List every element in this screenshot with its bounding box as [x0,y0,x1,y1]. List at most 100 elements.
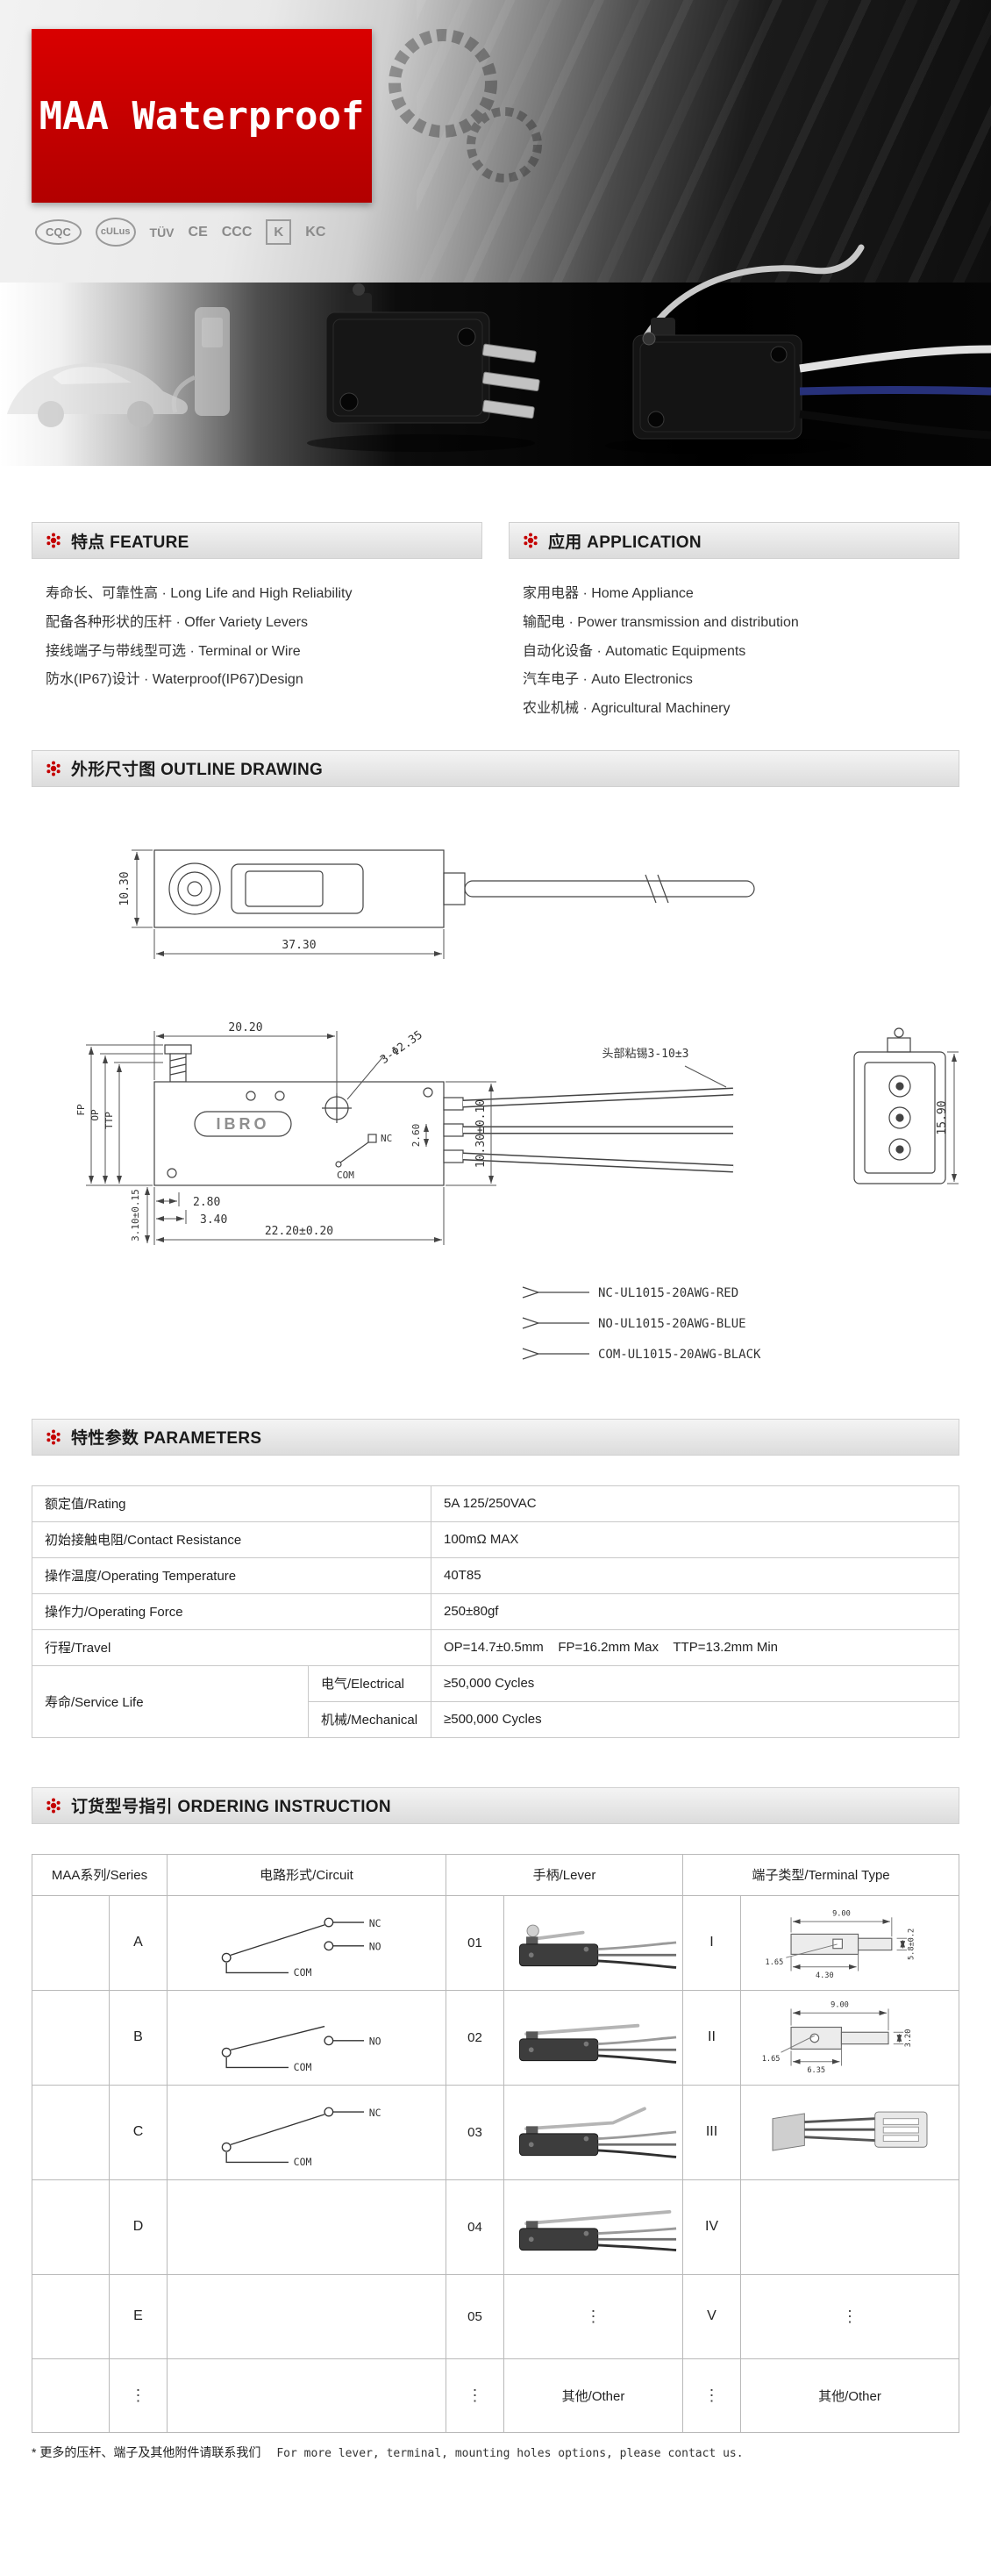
section-marker-icon [46,761,61,776]
param-value: 5A 125/250VAC [431,1485,959,1522]
param-value: ≥500,000 Cycles [431,1700,959,1738]
param-value: OP=14.7±0.5mm FP=16.2mm Max TTP=13.2mm M… [431,1628,959,1666]
param-label: 操作温度/Operating Temperature [32,1556,431,1594]
circuit-code: C [109,2084,168,2180]
table-row: 寿命/Service Life 电气/Electrical ≥50,000 Cy… [32,1664,959,1738]
hero-banner: MAA Waterproof CQC cULus TÜV CE CCC K KC [0,0,991,466]
param-value: 250±80gf [431,1592,959,1630]
wire-color-legend [522,1286,589,1360]
param-label: 行程/Travel [32,1628,431,1666]
parameters-title: 特性参数 PARAMETERS [71,1429,262,1449]
terminal-drawing-2: 9.00 6.35 3.20 1.65 [762,2001,913,2076]
application-item: 家用电器 · Home Appliance [523,586,694,601]
outline-title: 外形尺寸图 OUTLINE DRAWING [71,761,324,780]
circuit-nc-label: NC [368,1917,381,1929]
circuit-com-label: COM [293,1967,311,1979]
application-title: 应用 APPLICATION [548,533,702,552]
table-header-row: MAA系列/Series 电路形式/Circuit 手柄/Lever 端子类型/… [32,1853,959,1896]
series-spacer-cell [32,2084,110,2180]
lever-code: 03 [446,2084,504,2180]
header-terminal: 端子类型/Terminal Type [682,1853,959,1896]
outline-side-view [153,1044,464,1186]
terminal-code: II [682,1989,741,2086]
param-label: 初始接触电阻/Contact Resistance [32,1521,431,1558]
lever-code: 04 [446,2179,504,2275]
footnote-chinese: * 更多的压杆、端子及其他附件请联系我们 [32,2444,261,2459]
circuit-com-label: COM [293,2062,311,2074]
terminal-code: III [682,2084,741,2180]
ordering-title: 订货型号指引 ORDERING INSTRUCTION [71,1798,391,1817]
terminal-drawing-1: 9.00 4.30 1.65 5.8±0.2 [766,1910,916,1981]
terminal-dim: 3.20 [904,2029,913,2048]
table-row: 初始接触电阻/Contact Resistance 100mΩ MAX [32,1521,959,1558]
gear-photo-decoration [389,29,542,182]
section-marker-icon [46,533,61,548]
dim-body-width: 22.20±0.20 [265,1225,333,1238]
footnote: * 更多的压杆、端子及其他附件请联系我们 For more lever, ter… [32,2444,959,2461]
circuit-diagram-cell [167,2273,446,2359]
terminal-code: I [682,1894,741,1991]
circuit-label-com: COM [337,1170,354,1181]
dim-340: 3.40 [200,1213,227,1227]
circuit-diagram-no-com: NO COM [221,2026,381,2074]
micro-switch-wire-photo [605,244,991,454]
param-value: 100mΩ MAX [431,1521,959,1558]
table-row: ⋮ ⋮ 其他/Other ⋮ 其他/Other [32,2358,959,2433]
circuit-diagram-nc-com: NC COM [221,2107,381,2169]
brand-logo-text: IBRO [217,1115,270,1133]
param-label-service-life: 寿命/Service Life [32,1664,309,1738]
circuit-diagram-cell [167,2358,446,2433]
table-row: 操作温度/Operating Temperature 40T85 [32,1556,959,1594]
ordering-table: MAA系列/Series 电路形式/Circuit 手柄/Lever 端子类型/… [32,1853,959,2433]
application-section: 应用 APPLICATION 家用电器 · Home Appliance 输配电… [509,522,959,724]
title-banner: MAA Waterproof [32,29,372,203]
application-item: 输配电 · Power transmission and distributio… [523,614,799,630]
header-lever: 手柄/Lever [446,1853,683,1896]
terminal-dim: 1.65 [766,1958,784,1967]
dim-op: OP [89,1109,101,1121]
dim-top-view-width: 37.30 [282,939,316,952]
feature-item: 寿命长、可靠性高 · Long Life and High Reliabilit… [46,586,353,601]
parameters-table: 额定值/Rating 5A 125/250VAC 初始接触电阻/Contact … [32,1485,959,1738]
wire-label-nc: NC-UL1015-20AWG-RED [598,1286,738,1300]
terminal-image-cell: 9.00 6.35 3.20 1.65 [740,1989,959,2086]
feature-title: 特点 FEATURE [71,533,189,552]
series-spacer-cell [32,2179,110,2275]
terminal-code: V [682,2273,741,2359]
lever-code: 02 [446,1989,504,2086]
dim-hole-offset: 20.20 [228,1021,262,1034]
table-row: 机械/Mechanical ≥500,000 Cycles [32,1700,959,1738]
table-row: E 05 ⋮ V ⋮ [32,2273,959,2359]
dim-body-height: 10.30±0.10 [474,1099,488,1168]
switch-terminals [481,343,540,419]
cqc-logo: CQC [35,219,82,245]
ce-logo: CE [188,224,208,240]
series-spacer-cell [32,1989,110,2086]
product-series-title: MAA Waterproof [39,93,365,139]
ordering-section: 订货型号指引 ORDERING INSTRUCTION MAA系列/Series… [32,1786,959,2461]
series-spacer-cell [32,2358,110,2433]
param-sublabel: 机械/Mechanical [308,1700,431,1738]
dim-280: 2.80 [193,1196,220,1209]
section-marker-icon [524,533,538,548]
circuit-diagram-spdt: NC NO COM [221,1917,381,1979]
wire-label-no: NO-UL1015-20AWG-BLUE [598,1317,746,1331]
ordering-header-bar: 订货型号指引 ORDERING INSTRUCTION [32,1786,959,1824]
param-label: 额定值/Rating [32,1485,431,1522]
circuit-nc-label: NC [368,2107,381,2119]
dim-wire-pitch: 2.60 [410,1124,422,1148]
connector-dimension [947,1051,959,1184]
param-sublabel: 电气/Electrical [308,1664,431,1702]
top-view-dimensions [132,849,445,959]
table-row: D 04 IV [32,2179,959,2275]
outline-header-bar: 外形尺寸图 OUTLINE DRAWING [32,749,959,787]
lever-drawing-long [518,2210,676,2252]
circuit-code: A [109,1894,168,1991]
terminal-dim: 4.30 [816,1972,834,1981]
ul-logo: cULus [95,218,136,247]
param-value: 40T85 [431,1556,959,1594]
lever-drawing-bent [518,2107,676,2159]
feature-item: 配备各种形状的压杆 · Offer Variety Levers [46,614,309,630]
tuv-logo: TÜV [149,225,175,240]
